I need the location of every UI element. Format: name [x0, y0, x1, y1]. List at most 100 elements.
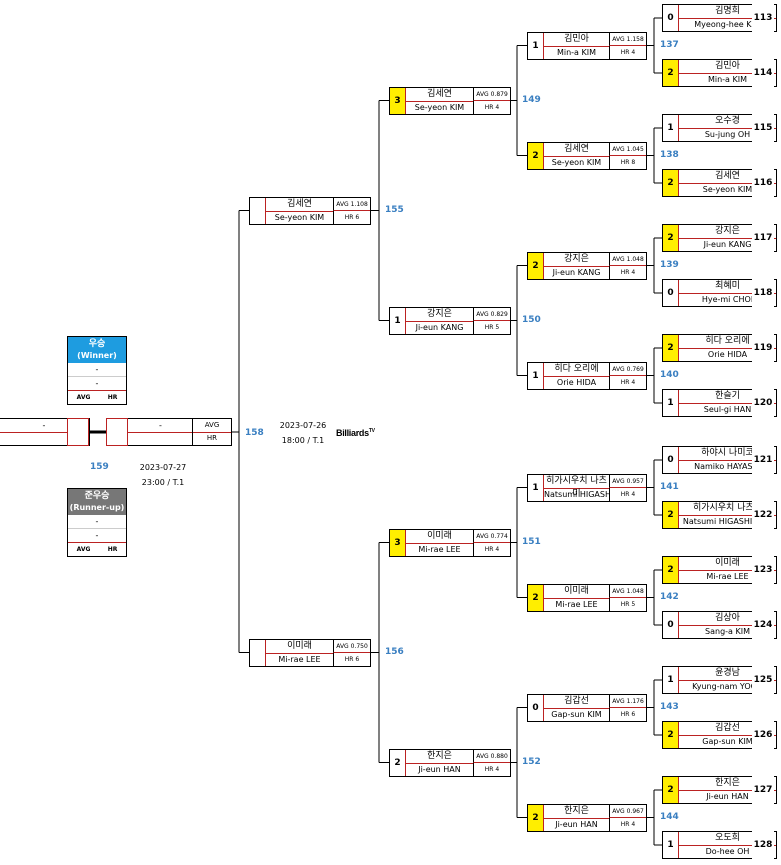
player-name-en: Namiko HAYASHI — [694, 462, 761, 471]
player-avg: AVG 0.774 — [473, 529, 510, 543]
round2-match-number: 152 — [522, 756, 541, 767]
player-score: 0 — [663, 280, 679, 306]
player-score: 1 — [528, 362, 544, 389]
player-score: 1 — [663, 667, 679, 693]
semifinal-bar: - AVG HR — [106, 418, 232, 446]
player-score: 2 — [528, 142, 544, 169]
player-name-en: Natsumi HIGASHIUCHI — [544, 489, 609, 499]
player-score: 0 — [663, 612, 679, 638]
player-name-ko: 윤경남 — [679, 667, 776, 681]
round1-match-number: 141 — [660, 481, 679, 492]
round1-match-number: 139 — [660, 259, 679, 270]
player-name-ko: 한지은 — [406, 750, 473, 764]
player-hr: HR 4 — [609, 45, 646, 59]
player-name-en: Mi-rae LEE — [278, 654, 321, 664]
seed-number: 124 — [752, 611, 774, 639]
player-name-en: Min-a KIM — [707, 75, 748, 84]
player-name-ko: 김세연 — [679, 170, 776, 184]
player-name-ko: 히가시우치 나츠미 — [544, 475, 609, 499]
player-score: 0 — [528, 694, 544, 721]
semifinal-hr: HR — [192, 432, 231, 445]
player-name-en: Do-hee OH — [705, 847, 750, 856]
seed-number: 119 — [752, 334, 774, 362]
seed-number: 117 — [752, 224, 774, 252]
semifinal-time: 18:00 / T.1 — [281, 436, 325, 445]
player-avg: AVG 0.880 — [473, 749, 510, 763]
player-name-ko: 한슬기 — [679, 390, 776, 404]
seed-number: 127 — [752, 776, 774, 804]
round1-match-number: 144 — [660, 811, 679, 822]
player-avg: AVG 1.045 — [609, 142, 646, 156]
player-avg: AVG 1.048 — [609, 584, 646, 598]
player-name-ko: 최혜미 — [679, 280, 776, 294]
player-name-en: Ji-eun KANG — [415, 322, 464, 332]
player-name-ko: 한지은 — [679, 777, 776, 791]
player-name-ko: 이미래 — [406, 530, 473, 544]
player-hr: HR 4 — [609, 487, 646, 501]
player-name-en: Hye-mi CHOI — [701, 295, 754, 304]
seed-number: 123 — [752, 556, 774, 584]
player-score: 1 — [528, 32, 544, 59]
round1-match-number: 140 — [660, 369, 679, 380]
round2-match-number: 151 — [522, 536, 541, 547]
player-score: 1 — [663, 115, 679, 141]
player-hr: HR 4 — [473, 542, 510, 556]
player-hr: HR 6 — [609, 707, 646, 721]
player-score: 2 — [663, 722, 679, 748]
player-avg: AVG 1.048 — [609, 252, 646, 266]
player-name-en: Gap-sun KIM — [551, 709, 602, 719]
player-name-en: Ji-eun HAN — [418, 764, 461, 774]
player-avg: AVG 0.879 — [473, 87, 510, 101]
player-avg: AVG 0.957 — [609, 474, 646, 488]
player-name-en: Se-yeon KIM — [274, 212, 325, 222]
player-name-ko: 히가시우치 나츠미 — [679, 502, 776, 516]
winner-name-ko: - — [68, 363, 126, 377]
player-name-en: Seul-gi HAN — [703, 405, 752, 414]
semifinal-name: - — [128, 419, 193, 433]
round3-match-number: 155 — [385, 204, 404, 215]
player-name-en: Su-jung OH — [704, 130, 751, 139]
player-score: 2 — [390, 749, 406, 776]
player-name-ko: 이미래 — [544, 585, 609, 599]
player-avg: AVG 1.108 — [333, 197, 370, 211]
player-score — [250, 197, 266, 224]
player-name-en: Ji-eun HAN — [555, 819, 598, 829]
player-name-ko: 하야시 나미코 — [679, 447, 776, 461]
player-name-en: Min-a KIM — [556, 47, 597, 57]
player-name-en: Mi-rae LEE — [555, 599, 598, 609]
player-score: 2 — [663, 777, 679, 803]
player-name-en: Orie HIDA — [707, 350, 748, 359]
player-score: 1 — [390, 307, 406, 334]
player-score: 2 — [663, 335, 679, 361]
seed-number: 120 — [752, 389, 774, 417]
player-score: 1 — [663, 832, 679, 858]
runnerup-name-en: - — [68, 529, 126, 543]
player-hr: HR 6 — [333, 652, 370, 666]
player-hr: HR 4 — [609, 817, 646, 831]
player-name-ko: 오도희 — [679, 832, 776, 846]
player-name-en: Gap-sun KIM — [702, 737, 753, 746]
player-hr: HR 4 — [473, 100, 510, 114]
player-score: 3 — [390, 87, 406, 114]
player-hr: HR 5 — [609, 597, 646, 611]
player-name-ko: 오수경 — [679, 115, 776, 129]
player-hr: HR 8 — [609, 155, 646, 169]
player-name-en: Mi-rae LEE — [706, 572, 749, 581]
seed-number: 122 — [752, 501, 774, 529]
player-name-en: Mi-rae LEE — [418, 544, 461, 554]
player-name-ko: 강지은 — [679, 225, 776, 239]
seed-number: 128 — [752, 831, 774, 859]
seed-number: 121 — [752, 446, 774, 474]
player-name-en: Sang-a KIM — [705, 627, 750, 636]
player-name-ko: 히다 오리에 — [679, 335, 776, 349]
semifinal-date: 2023-07-26 — [279, 421, 327, 430]
